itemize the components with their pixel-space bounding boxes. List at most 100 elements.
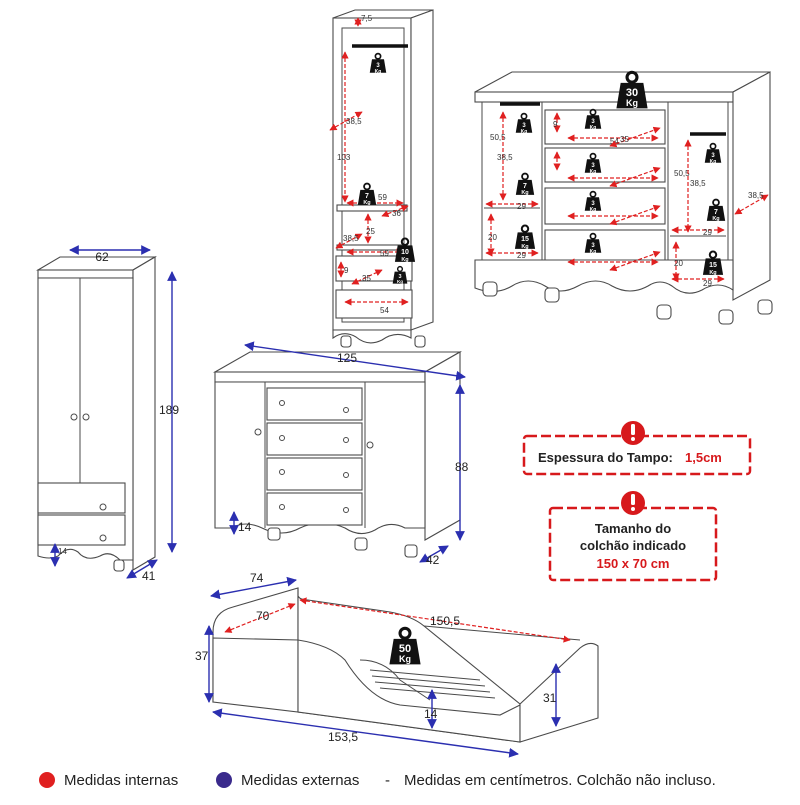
weight-icon: 3 Kg bbox=[584, 108, 602, 131]
svg-text:3: 3 bbox=[591, 119, 595, 125]
svg-text:Kg: Kg bbox=[521, 244, 528, 250]
di-left-lower-width-label: 29 bbox=[517, 251, 526, 260]
svg-text:3: 3 bbox=[522, 123, 526, 129]
bed-width-line bbox=[210, 576, 297, 600]
svg-text:50: 50 bbox=[399, 643, 411, 655]
wi-drawer1-depth-label: 35 bbox=[362, 274, 371, 283]
wi-shelf2-depth-label: 38,5 bbox=[343, 234, 359, 243]
svg-text:Kg: Kg bbox=[590, 125, 597, 131]
svg-text:Kg: Kg bbox=[399, 654, 411, 664]
svg-text:Tamanho do: Tamanho do bbox=[595, 521, 671, 536]
svg-text:3: 3 bbox=[398, 274, 401, 280]
mattress-size-notice: Tamanho do colchão indicado 150 x 70 cm bbox=[548, 491, 718, 582]
svg-text:Kg: Kg bbox=[363, 200, 370, 206]
bed-width-label: 74 bbox=[250, 571, 264, 585]
svg-text:Kg: Kg bbox=[397, 279, 403, 284]
weight-icon: 10 Kg bbox=[394, 237, 416, 263]
dresser-height-label: 88 bbox=[455, 460, 469, 474]
legend: Medidas internas Medidas externas - Medi… bbox=[39, 772, 716, 789]
svg-text:150 x 70 cm: 150 x 70 cm bbox=[596, 556, 669, 571]
di-drawer-depth-label: 35 bbox=[620, 135, 629, 144]
weight-icon: 3 Kg bbox=[392, 265, 408, 285]
legend-note: Medidas em centímetros. Colchão não incl… bbox=[404, 772, 716, 789]
weight-icon: 7 Kg bbox=[515, 172, 535, 196]
svg-text:7: 7 bbox=[523, 183, 527, 190]
svg-text:3: 3 bbox=[591, 201, 595, 207]
weight-icon: 15 Kg bbox=[702, 250, 724, 276]
legend-external-label: Medidas externas bbox=[241, 772, 359, 789]
svg-text:Kg: Kg bbox=[626, 98, 638, 108]
dresser-closed bbox=[212, 351, 463, 558]
di-right-width-label: 29 bbox=[703, 228, 712, 237]
svg-text:Kg: Kg bbox=[590, 249, 597, 255]
weight-icon: 3 Kg bbox=[369, 52, 387, 75]
dresser-width-label: 125 bbox=[337, 351, 357, 365]
dresser-width-line bbox=[244, 341, 466, 381]
svg-text:7: 7 bbox=[365, 193, 369, 200]
dresser-base-label: 14 bbox=[238, 520, 252, 534]
svg-text:1,5cm: 1,5cm bbox=[685, 450, 722, 465]
weight-icon: 7 Kg bbox=[706, 198, 726, 222]
di-left-height-label: 50,5 bbox=[490, 133, 506, 142]
di-right-lower-height-label: 20 bbox=[674, 259, 683, 268]
weight-icon: 3 Kg bbox=[584, 152, 602, 175]
di-left-lower-height-label: 20 bbox=[488, 233, 497, 242]
bed-inner-width-line bbox=[224, 603, 296, 633]
bed-inner-length-line bbox=[299, 597, 571, 643]
svg-text:3: 3 bbox=[591, 163, 595, 169]
wi-hang-height-label: 103 bbox=[337, 153, 351, 162]
svg-text:15: 15 bbox=[709, 262, 717, 269]
svg-text:10: 10 bbox=[401, 249, 409, 256]
di-right-lower-width-label: 29 bbox=[703, 279, 712, 288]
svg-text:Kg: Kg bbox=[710, 159, 717, 165]
svg-text:Kg: Kg bbox=[521, 190, 528, 196]
legend-separator: - bbox=[385, 772, 390, 789]
svg-text:Kg: Kg bbox=[712, 216, 719, 222]
weight-icon: 3 Kg bbox=[704, 142, 722, 165]
wardrobe-height-label: 189 bbox=[159, 403, 179, 417]
bed bbox=[212, 587, 599, 743]
top-thickness-notice: Espessura do Tampo: 1,5cm bbox=[522, 421, 752, 476]
di-right-depth-label: 38,5 bbox=[690, 179, 706, 188]
wardrobe-depth-line bbox=[126, 559, 158, 579]
wardrobe-depth-label: 41 bbox=[142, 569, 156, 583]
legend-internal-label: Medidas internas bbox=[64, 772, 178, 789]
svg-text:Kg: Kg bbox=[375, 69, 382, 75]
svg-text:Kg: Kg bbox=[590, 169, 597, 175]
bed-height-label: 37 bbox=[195, 649, 209, 663]
di-left-width-label: 29 bbox=[517, 202, 526, 211]
bed-length-label: 153,5 bbox=[328, 730, 358, 744]
wi-shelf1-width-label: 59 bbox=[378, 193, 387, 202]
wi-top-label: 7,5 bbox=[361, 14, 373, 23]
svg-text:7: 7 bbox=[714, 209, 718, 216]
svg-text:3: 3 bbox=[376, 63, 380, 69]
svg-text:colchão indicado: colchão indicado bbox=[580, 538, 686, 553]
di-drawer-width-label: 54 bbox=[610, 137, 619, 146]
wi-shelf2-width-label: 59 bbox=[380, 249, 389, 258]
di-side-depth-label: 38,5 bbox=[748, 191, 764, 200]
bed-side-height-label: 31 bbox=[543, 691, 557, 705]
dresser-depth-line bbox=[419, 545, 449, 563]
weight-icon: 15 Kg bbox=[514, 224, 536, 250]
svg-text:Kg: Kg bbox=[521, 129, 528, 135]
wardrobe-width-label: 62 bbox=[95, 250, 109, 264]
bed-inner-width-label: 70 bbox=[256, 609, 270, 623]
svg-text:30: 30 bbox=[626, 87, 638, 99]
svg-text:3: 3 bbox=[711, 153, 715, 159]
wi-shelf2-height-label: 25 bbox=[366, 227, 375, 236]
bed-inner-length-label: 150,5 bbox=[430, 614, 460, 628]
weight-icon: 50 Kg bbox=[388, 626, 422, 666]
weight-icon: 3 Kg bbox=[584, 190, 602, 213]
di-left-depth-label: 38,5 bbox=[497, 153, 513, 162]
svg-text:Espessura do Tampo:: Espessura do Tampo: bbox=[538, 450, 673, 465]
bed-base-label: 14 bbox=[424, 707, 438, 721]
svg-text:Kg: Kg bbox=[709, 270, 716, 276]
bed-length-line bbox=[212, 708, 519, 758]
wi-shelf1-depth-label: 36 bbox=[392, 209, 401, 218]
internal-dot-icon bbox=[39, 772, 55, 788]
di-right-height-label: 50,5 bbox=[674, 169, 690, 178]
wi-drawer2-width-label: 54 bbox=[380, 306, 389, 315]
weight-icon: 3 Kg bbox=[515, 112, 533, 135]
